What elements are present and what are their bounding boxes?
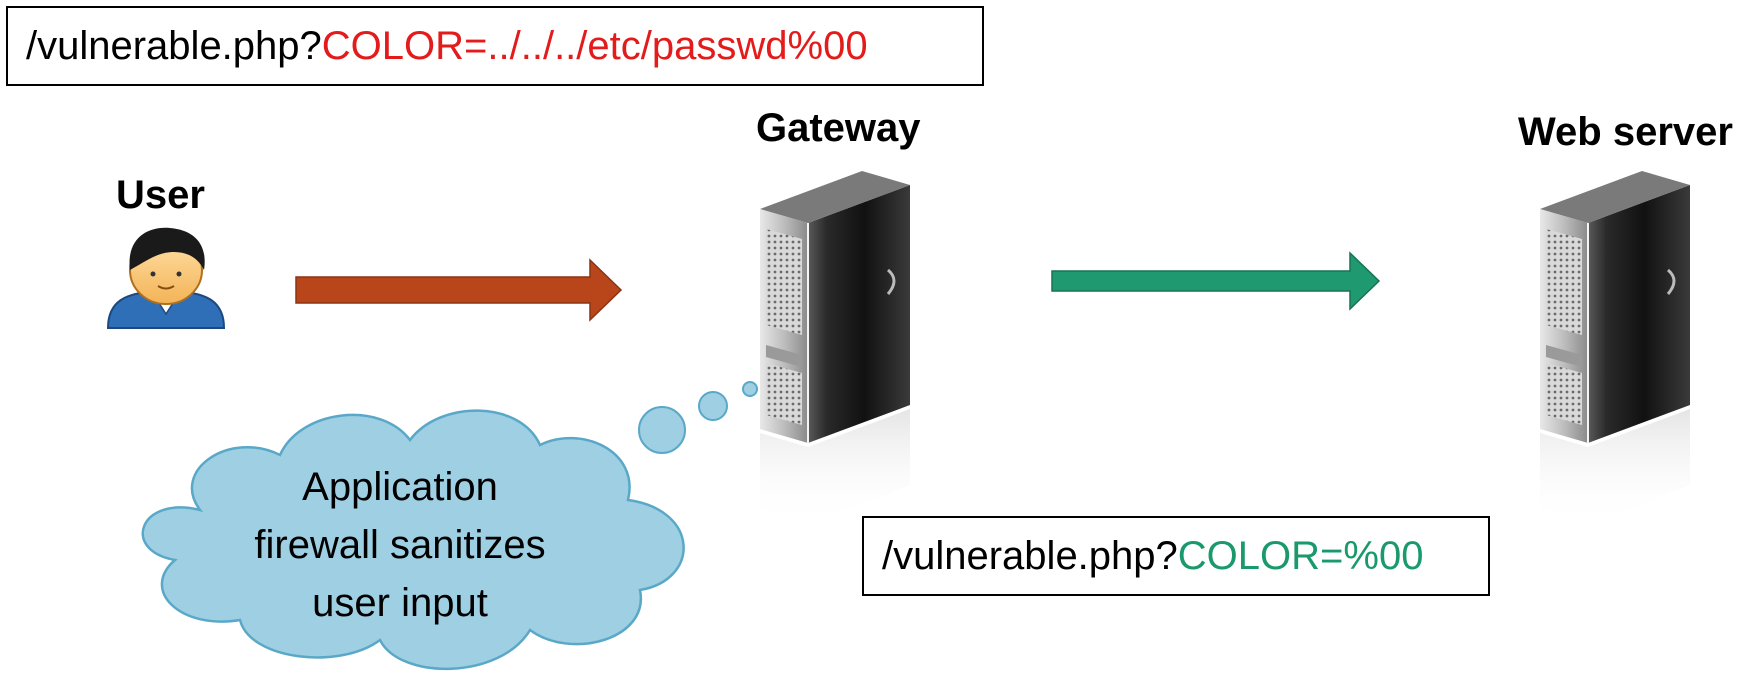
thought-line: Application <box>302 465 498 509</box>
thought-bubble-medium <box>698 391 728 421</box>
thought-line: firewall sanitizes <box>254 523 546 567</box>
arrow-gateway-to-server <box>1051 251 1381 311</box>
gateway-label: Gateway <box>756 106 921 150</box>
thought-text: Application firewall sanitizes user inpu… <box>190 458 610 632</box>
request-url-param: COLOR=%00 <box>1177 534 1424 578</box>
arrow-user-to-gateway <box>295 258 623 322</box>
gateway-server-icon <box>758 169 912 527</box>
thought-cloud <box>141 409 685 671</box>
request-url-param: COLOR=../../../etc/passwd%00 <box>321 24 868 68</box>
request-url-prefix: /vulnerable.php? <box>26 24 322 68</box>
request-url-prefix: /vulnerable.php? <box>882 534 1178 578</box>
user-label: User <box>116 173 205 217</box>
request-url-sanitized: /vulnerable.php?COLOR=%00 <box>862 516 1490 596</box>
thought-bubble-small <box>742 381 758 397</box>
user-icon <box>106 227 226 329</box>
web-server-label: Web server <box>1518 110 1733 154</box>
thought-bubble-large <box>638 406 686 454</box>
request-url-original: /vulnerable.php?COLOR=../../../etc/passw… <box>6 6 984 86</box>
web-server-icon <box>1538 169 1692 527</box>
thought-line: user input <box>312 581 488 625</box>
